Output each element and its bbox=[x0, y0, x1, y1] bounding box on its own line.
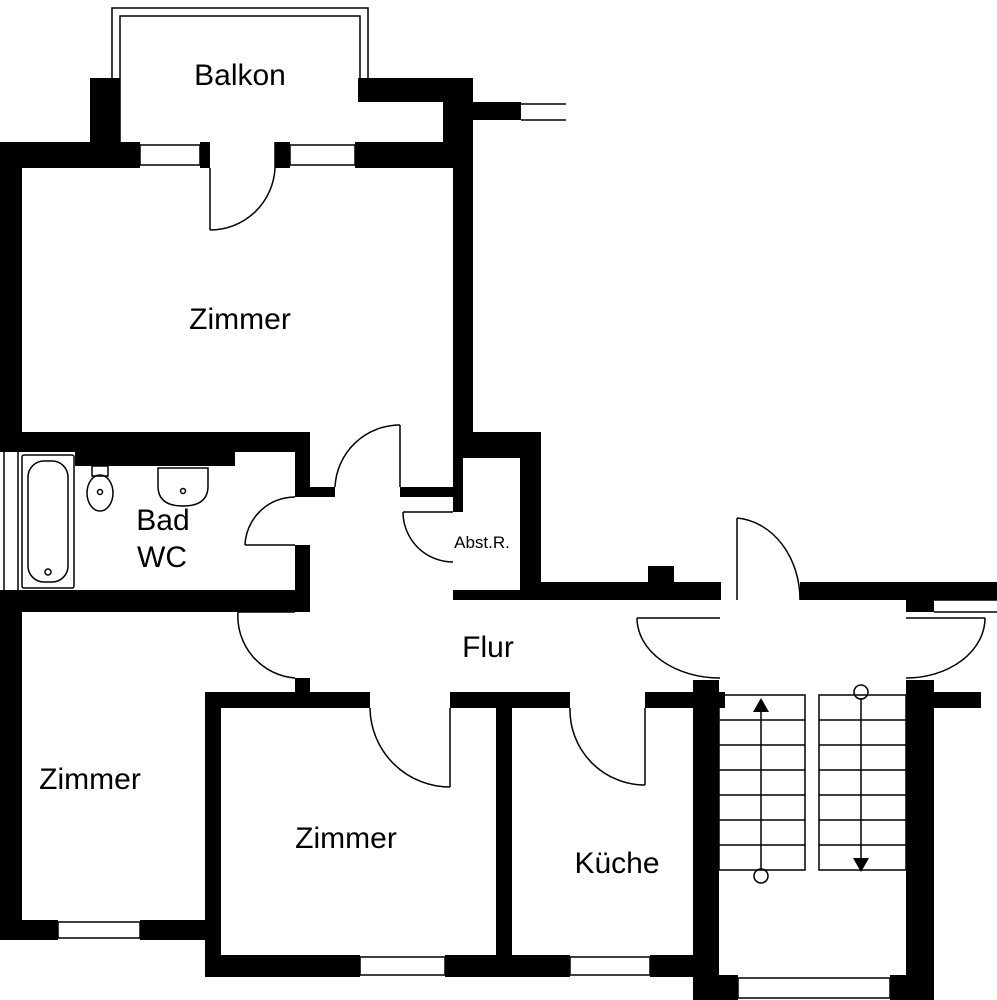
window-kueche bbox=[569, 956, 651, 976]
wall-bath-top bbox=[0, 432, 310, 452]
wall-flur-bottom-a bbox=[205, 692, 370, 708]
thin-lines bbox=[3, 7, 997, 999]
label-abstellraum: Abst.R. bbox=[454, 533, 510, 552]
wall-zimmer-left-divider bbox=[205, 692, 221, 977]
wall-abst-left bbox=[453, 452, 463, 512]
arrow-down-icon bbox=[853, 858, 869, 872]
arrow-up-icon bbox=[753, 698, 769, 712]
wall-bath-bottom bbox=[0, 590, 310, 600]
label-wc: WC bbox=[137, 541, 187, 574]
window-zimmer-left bbox=[57, 921, 141, 939]
window-stair bbox=[737, 977, 891, 999]
wall-left-outer-top bbox=[0, 142, 22, 452]
wall-bottom-mid-a bbox=[205, 955, 360, 977]
stair-walkline-down-start bbox=[853, 684, 869, 700]
stair-walkline-up-start bbox=[753, 868, 769, 884]
wall-right-ledge bbox=[473, 102, 521, 120]
wall-bath-inner-top bbox=[75, 452, 235, 466]
wall-bottom-left-a bbox=[0, 920, 58, 940]
door-zimmer-top-arc bbox=[334, 424, 401, 488]
wall-top-b bbox=[200, 142, 210, 168]
balcony-inner bbox=[119, 15, 361, 142]
wall-bottom-stair-b bbox=[890, 975, 934, 1000]
bathtub bbox=[21, 454, 75, 589]
wall-flur-top-stub bbox=[648, 566, 674, 586]
wall-flur-top bbox=[541, 582, 721, 600]
wall-flur-top-r2 bbox=[906, 600, 934, 612]
wall-left-outer-bottom bbox=[0, 590, 22, 940]
door-stair-right-arc bbox=[905, 617, 986, 679]
wall-flur-bottom-b bbox=[450, 692, 570, 708]
stair-flight-right bbox=[818, 694, 907, 871]
wall-bath-right bbox=[295, 432, 310, 497]
toilet-bowl bbox=[86, 474, 114, 512]
label-flur: Flur bbox=[462, 631, 514, 664]
window-top-right bbox=[289, 144, 356, 166]
door-entry-left-arc bbox=[736, 517, 801, 601]
washbasin bbox=[157, 467, 209, 507]
wall-zimmer-left-top bbox=[0, 600, 310, 612]
wall-zimmer-left-right bbox=[295, 678, 310, 693]
stair-flight-left bbox=[718, 694, 806, 871]
label-zimmer-left: Zimmer bbox=[39, 763, 141, 796]
label-bad: Bad bbox=[136, 504, 189, 537]
wall-zimmer-mid-right bbox=[496, 705, 512, 975]
washbasin-drain bbox=[179, 487, 187, 495]
window-zimmer-mid bbox=[359, 956, 446, 976]
wall-partition-abst bbox=[400, 487, 460, 497]
bathtub-inner bbox=[27, 460, 69, 583]
wall-right-zimmer-top bbox=[453, 142, 473, 452]
door-flur-right-arc bbox=[636, 617, 721, 679]
wall-stair-left bbox=[693, 680, 719, 1000]
wall-bottom-stair-a bbox=[693, 975, 738, 1000]
door-abst-arc bbox=[402, 511, 454, 563]
wall-abst-right bbox=[520, 432, 541, 600]
bathtub-drain bbox=[44, 568, 52, 576]
window-top-left bbox=[139, 144, 201, 166]
label-zimmer-top: Zimmer bbox=[189, 303, 291, 336]
label-balkon: Balkon bbox=[194, 59, 286, 92]
wall-right-outer-ledge bbox=[934, 692, 981, 708]
toilet-tank bbox=[91, 465, 109, 477]
door-balcony-arc bbox=[209, 167, 276, 231]
walls bbox=[0, 78, 997, 1000]
wall-bottom-mid-b bbox=[445, 955, 570, 977]
door-kueche-arc bbox=[569, 707, 646, 786]
door-zimmer-mid-arc bbox=[369, 707, 451, 788]
wall-bath-right-low bbox=[295, 545, 310, 600]
wall-top-c bbox=[275, 142, 290, 168]
wall-stair-right bbox=[906, 680, 934, 1000]
door-zimmer-left-arc bbox=[237, 611, 296, 679]
wall-partition-flur bbox=[305, 487, 335, 497]
wall-flur-top-r1 bbox=[800, 582, 997, 600]
wall-abst-bottom bbox=[453, 590, 541, 600]
label-kueche: Küche bbox=[574, 847, 659, 880]
wall-bottom-mid-c bbox=[650, 955, 719, 977]
wall-bottom-left-b bbox=[140, 920, 221, 940]
wall-top-a bbox=[0, 142, 140, 168]
label-zimmer-middle: Zimmer bbox=[295, 822, 397, 855]
balcony-outline bbox=[111, 7, 369, 142]
room-labels: Balkon Zimmer Bad WC Abst.R. Flur Zimmer… bbox=[39, 59, 659, 880]
door-bad-arc bbox=[244, 496, 296, 546]
toilet-hole bbox=[96, 488, 104, 496]
